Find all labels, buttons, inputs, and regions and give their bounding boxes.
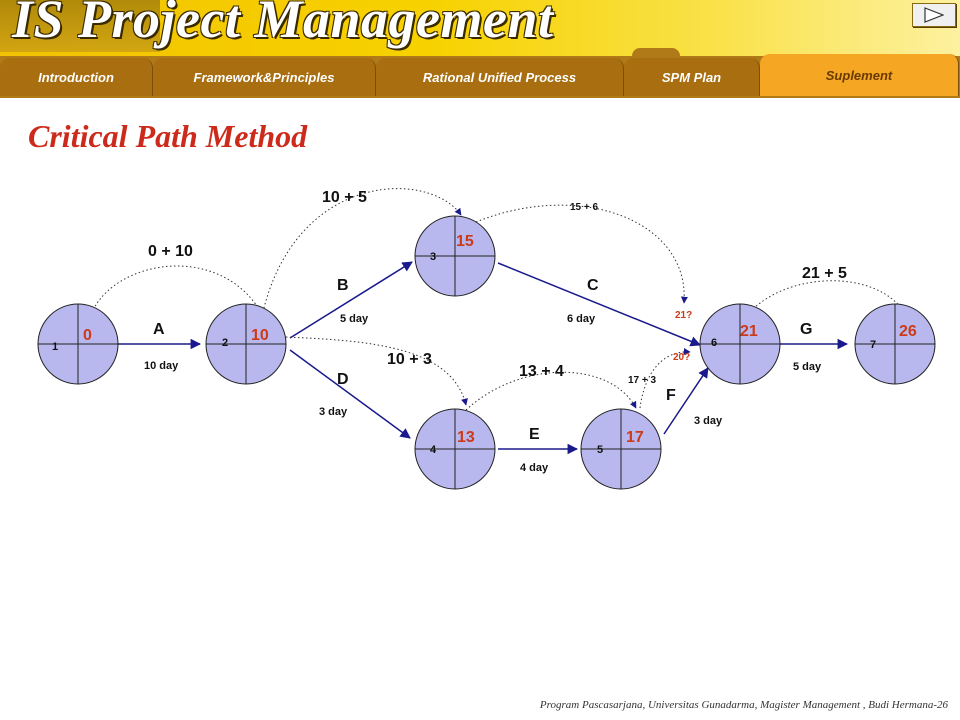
app-title: IS Project Management bbox=[12, 0, 554, 49]
activity-a-duration: 10 day bbox=[144, 360, 179, 372]
activity-f-duration: 3 day bbox=[694, 415, 723, 427]
activity-d-duration: 3 day bbox=[319, 406, 348, 418]
node-2-id: 2 bbox=[222, 337, 228, 349]
activity-c-label: C bbox=[587, 277, 599, 294]
sum-a: 0 + 10 bbox=[148, 243, 193, 260]
pass-curve-c bbox=[475, 204, 688, 304]
activity-b-duration: 5 day bbox=[340, 313, 369, 325]
tab-rational-unified-process[interactable]: Rational Unified Process bbox=[376, 58, 624, 96]
node-5-id: 5 bbox=[597, 444, 603, 456]
activity-d-arrow bbox=[289, 349, 411, 439]
play-arrow-icon bbox=[924, 7, 944, 23]
next-slide-button[interactable] bbox=[912, 3, 956, 27]
activity-f-label: F bbox=[666, 387, 676, 404]
node-7-early-start: 26 bbox=[899, 323, 917, 340]
sum-f: 17 + 3 bbox=[628, 375, 657, 386]
sum-e: 13 + 4 bbox=[519, 363, 564, 380]
node-3-early-start: 15 bbox=[456, 233, 474, 250]
node-5: 5 17 bbox=[580, 408, 662, 490]
activity-a-label: A bbox=[153, 321, 165, 338]
node-3: 3 15 bbox=[414, 215, 496, 297]
sum-g: 21 + 5 bbox=[802, 265, 847, 282]
activity-d-label: D bbox=[337, 371, 349, 388]
activity-c-arrow bbox=[497, 262, 701, 347]
node-4: 4 13 bbox=[414, 408, 496, 490]
pass-curve-g bbox=[749, 280, 906, 315]
node-2: 2 10 bbox=[205, 303, 287, 385]
footer-credit: Program Pascasarjana, Universitas Gunada… bbox=[539, 699, 948, 711]
header-background bbox=[0, 0, 960, 60]
sum-b: 10 + 5 bbox=[322, 189, 367, 206]
activity-c-duration: 6 day bbox=[567, 313, 596, 325]
page-title: Critical Path Method bbox=[28, 118, 308, 154]
sum-c: 15 + 6 bbox=[570, 202, 599, 213]
pass-curve-d bbox=[261, 335, 468, 406]
node-4-id: 4 bbox=[430, 444, 437, 456]
tab-spm-plan[interactable]: SPM Plan bbox=[624, 58, 760, 96]
pass-curve-f bbox=[639, 348, 691, 409]
candidate-from-f: 20? bbox=[673, 352, 690, 363]
activity-e-label: E bbox=[529, 426, 540, 443]
node-2-early-start: 10 bbox=[251, 327, 269, 344]
node-6: 6 21 bbox=[699, 303, 781, 385]
activity-b-arrow bbox=[289, 261, 413, 339]
node-6-id: 6 bbox=[711, 337, 717, 349]
candidate-from-c: 21? bbox=[675, 310, 692, 321]
node-6-early-start: 21 bbox=[740, 323, 758, 340]
activity-f-arrow bbox=[663, 367, 709, 435]
activity-g-duration: 5 day bbox=[793, 361, 822, 373]
header-banner: IS Project Management bbox=[0, 0, 960, 98]
pass-curve-e bbox=[465, 371, 637, 411]
node-3-id: 3 bbox=[430, 251, 436, 263]
tab-framework-principles[interactable]: Framework&Principles bbox=[153, 58, 376, 96]
node-4-early-start: 13 bbox=[457, 429, 475, 446]
tab-suplement[interactable]: Suplement bbox=[760, 54, 959, 96]
activity-b-label: B bbox=[337, 277, 349, 294]
node-1-id: 1 bbox=[52, 341, 58, 353]
header-shade bbox=[0, 0, 160, 52]
node-1-early-start: 0 bbox=[83, 327, 92, 344]
node-1: 1 0 bbox=[37, 303, 119, 385]
node-7-id: 7 bbox=[870, 339, 876, 351]
node-7: 7 26 bbox=[854, 303, 936, 385]
pass-curve-b bbox=[261, 188, 462, 317]
tab-introduction[interactable]: Introduction bbox=[0, 58, 153, 96]
activity-e-duration: 4 day bbox=[520, 462, 549, 474]
sum-d: 10 + 3 bbox=[387, 351, 432, 368]
node-5-early-start: 17 bbox=[626, 429, 644, 446]
activity-g-label: G bbox=[800, 321, 812, 338]
